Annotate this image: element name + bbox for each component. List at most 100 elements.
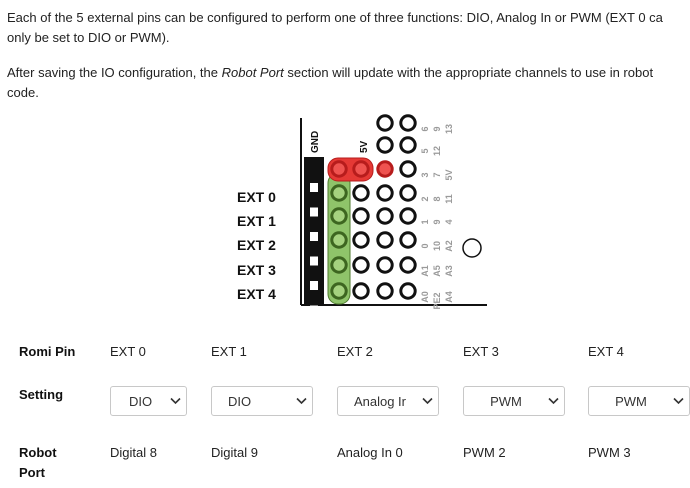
setting-select-value: PWM xyxy=(490,393,522,409)
pin-number-label: 1 xyxy=(420,219,430,224)
pin-hole xyxy=(376,256,394,274)
pin-hole xyxy=(352,256,370,274)
pin-hole xyxy=(399,256,417,274)
ground-pin xyxy=(310,183,318,192)
setting-select-ext1[interactable]: DIO xyxy=(211,386,313,416)
pin-hole xyxy=(352,231,370,249)
pin-number-label: 12 xyxy=(432,146,442,156)
pin-number-label: 7 xyxy=(432,172,442,177)
intro-text: code. xyxy=(7,85,39,100)
intro-text: only be set to DIO or PWM). xyxy=(7,30,170,45)
pin-hole xyxy=(376,160,394,178)
pin-number-label: 10 xyxy=(432,241,442,251)
pin-hole xyxy=(376,207,394,225)
pin-hole xyxy=(330,207,348,225)
chevron-down-icon xyxy=(290,397,312,405)
ext-label: EXT 2 xyxy=(237,237,276,253)
robot-port-label-line2: Port xyxy=(19,465,45,480)
ground-pin xyxy=(310,232,318,241)
pin-number-label: 2 xyxy=(420,196,430,201)
chevron-down-icon xyxy=(667,397,689,405)
intro-paragraph-1: Each of the 5 external pins can be confi… xyxy=(7,8,690,48)
pin-hole xyxy=(376,114,394,132)
pin-cell-ext0: EXT 0 xyxy=(110,344,146,359)
pin-cell-ext2: EXT 2 xyxy=(337,344,373,359)
pin-hole xyxy=(399,207,417,225)
pin-hole xyxy=(399,282,417,300)
romi-pin-label: Romi Pin xyxy=(19,344,76,359)
pin-number-label: A0 xyxy=(420,291,430,303)
pin-hole xyxy=(376,231,394,249)
ground-pins xyxy=(310,183,318,313)
ext-labels: EXT 0 EXT 1 EXT 2 EXT 3 EXT 4 xyxy=(237,189,276,302)
pin-number-label: 0 xyxy=(420,243,430,248)
gnd-label: GND xyxy=(310,131,321,153)
marker-circle xyxy=(462,238,482,258)
5v-label: 5V xyxy=(359,140,370,153)
pin-hole xyxy=(376,136,394,154)
ground-pin xyxy=(310,207,318,217)
port-cell-ext0: Digital 8 xyxy=(110,445,157,460)
ext-label: EXT 3 xyxy=(237,262,276,278)
pin-number-label: 3 xyxy=(420,172,430,177)
pin-hole xyxy=(352,282,370,300)
pin-number-label: A1 xyxy=(420,265,430,277)
pin-hole xyxy=(330,160,348,178)
pin-number-label: A4 xyxy=(444,291,454,303)
setting-select-ext4[interactable]: PWM xyxy=(588,386,690,416)
pin-hole xyxy=(352,160,370,178)
pin-hole xyxy=(376,282,394,300)
pin-hole xyxy=(330,282,348,300)
pin-number-label: PE2 xyxy=(432,292,442,309)
pin-number-label: 11 xyxy=(444,194,454,204)
setting-label: Setting xyxy=(19,387,64,402)
pin-hole xyxy=(399,184,417,202)
ext-label: EXT 4 xyxy=(237,286,276,302)
pin-number-label: 5 xyxy=(420,148,430,153)
pin-number-label: A2 xyxy=(444,240,454,252)
intro-text: section will update with the appropriate… xyxy=(283,65,654,80)
pin-cell-ext1: EXT 1 xyxy=(211,344,247,359)
pin-hole xyxy=(330,231,348,249)
intro-text: After saving the IO configuration, the xyxy=(7,65,222,80)
setting-select-ext2[interactable]: Analog Ir xyxy=(337,386,439,416)
setting-select-value: DIO xyxy=(228,393,252,409)
ground-rail xyxy=(304,157,324,305)
robot-port-emphasis: Robot Port xyxy=(221,65,284,80)
pin-hole xyxy=(376,184,394,202)
pin-number-label: 6 xyxy=(420,126,430,131)
setting-select-value: DIO xyxy=(128,393,153,409)
pin-hole xyxy=(352,207,370,225)
pin-number-label: A3 xyxy=(444,265,454,277)
pin-number-label: 4 xyxy=(444,219,454,224)
intro-paragraph-2: After saving the IO configuration, the R… xyxy=(7,63,690,103)
pin-hole xyxy=(330,184,348,202)
pin-grid xyxy=(330,114,417,300)
robot-port-label-line1: Robot xyxy=(19,445,57,460)
robot-port-label: Robot Port xyxy=(19,443,57,483)
setting-select-ext3[interactable]: PWM xyxy=(463,386,565,416)
pin-hole xyxy=(399,160,417,178)
port-cell-ext3: PWM 2 xyxy=(463,445,506,460)
port-cell-ext2: Analog In 0 xyxy=(337,445,403,460)
intro-text: Each of the 5 external pins can be confi… xyxy=(7,10,663,25)
ext-label: EXT 0 xyxy=(237,189,276,205)
pin-number-label: 13 xyxy=(444,124,454,134)
chevron-down-icon xyxy=(416,397,438,405)
pin-hole xyxy=(399,114,417,132)
pin-hole xyxy=(399,136,417,154)
ground-pin xyxy=(310,281,318,290)
ground-pin xyxy=(310,256,318,266)
pin-number-label: A5 xyxy=(432,265,442,277)
pin-number-label: 9 xyxy=(432,219,442,224)
pin-cell-ext3: EXT 3 xyxy=(463,344,499,359)
setting-select-value: PWM xyxy=(615,393,647,409)
pin-number-label: 5V xyxy=(444,169,454,180)
pin-hole xyxy=(399,231,417,249)
pin-number-label: 8 xyxy=(432,196,442,201)
setting-select-ext0[interactable]: DIO xyxy=(110,386,187,416)
port-cell-ext4: PWM 3 xyxy=(588,445,631,460)
ext-label: EXT 1 xyxy=(237,213,276,229)
